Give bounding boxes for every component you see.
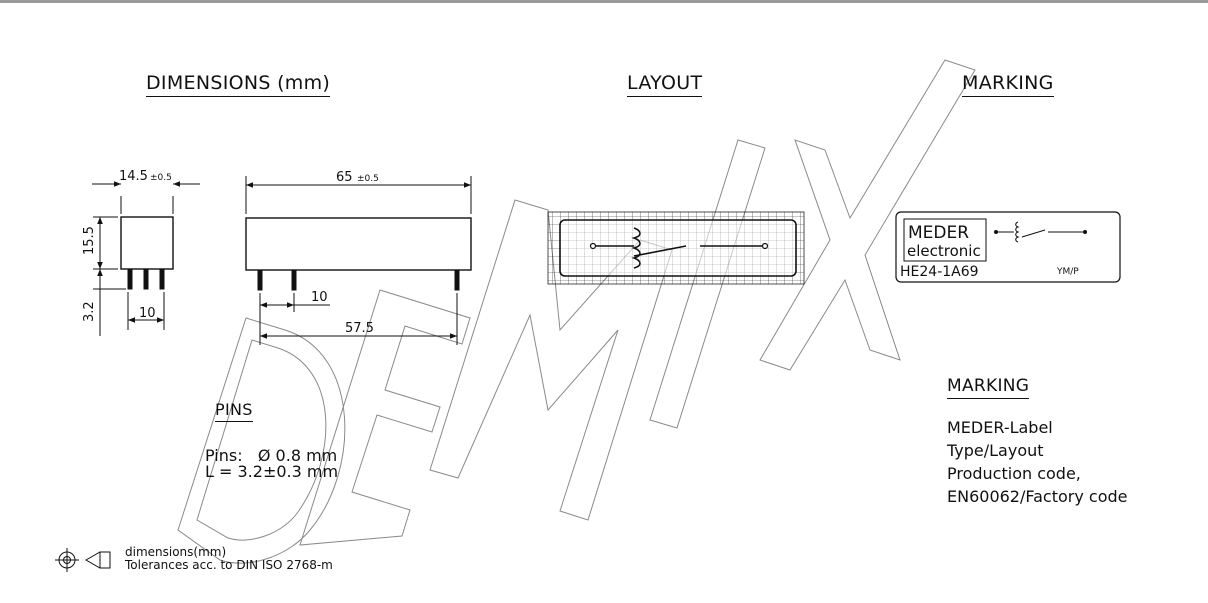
side-view-body	[120, 216, 174, 270]
marking-brand-box	[903, 218, 987, 262]
relay-switch-icon	[994, 221, 1087, 243]
layout-heading: LAYOUT	[627, 72, 703, 97]
pin-span-value: 57.5	[345, 321, 374, 336]
front-pitch-value: 10	[311, 290, 328, 305]
marking-date-code: YM/P	[1056, 267, 1079, 277]
side-view	[92, 181, 200, 336]
pin-length-value: 3.2	[82, 301, 97, 322]
marking-label	[895, 211, 1121, 283]
marking-brand-line2: electronic	[907, 242, 981, 260]
front-length-value: 65	[336, 170, 353, 185]
marking-heading-bottom: MARKING	[947, 376, 1030, 399]
pins-length: L = 3.2±0.3 mm	[205, 462, 339, 481]
layout-pad-2	[761, 242, 769, 250]
pins-diameter-prefix: Pins:	[205, 446, 243, 465]
front-view-body	[245, 217, 472, 271]
pins-heading: PINS	[215, 400, 253, 422]
front-pin-1	[257, 269, 263, 291]
side-pitch-value: 10	[139, 306, 156, 321]
dimensions-heading: DIMENSIONS (mm)	[146, 72, 331, 97]
front-view	[245, 176, 472, 345]
marking-type-code: HE24-1A69	[900, 264, 979, 280]
front-length-tolerance: ±0.5	[357, 174, 379, 184]
front-pin-3	[454, 269, 460, 291]
marking-list-item-4: EN60062/Factory code	[947, 487, 1128, 506]
pins-diameter: Pins: Ø 0.8 mm	[205, 446, 337, 465]
front-pin-2	[291, 269, 297, 291]
marking-list-item-2: Type/Layout	[947, 441, 1044, 460]
marking-list-item-1: MEDER-Label	[947, 418, 1053, 437]
watermark-demix	[177, 59, 976, 564]
layout-pcb	[547, 211, 805, 285]
layout-contact	[633, 245, 687, 257]
side-height-value: 15.5	[82, 226, 97, 255]
tolerance-note-line1: dimensions(mm)	[125, 545, 227, 559]
top-rule	[0, 0, 1208, 3]
marking-list-item-3: Production code,	[947, 464, 1081, 483]
layout-coil	[631, 227, 641, 269]
marking-brand-line1: MEDER	[908, 223, 969, 243]
side-pin-3	[159, 268, 165, 290]
side-pin-1	[127, 268, 133, 290]
tolerance-note-line2: Tolerances acc. to DIN ISO 2768-m	[125, 558, 333, 572]
layout-pad-1	[589, 242, 597, 250]
marking-label-frame	[895, 211, 1121, 283]
side-pin-2	[143, 268, 149, 290]
projection-symbol-icon	[55, 548, 111, 572]
pins-diameter-value: Ø 0.8 mm	[257, 446, 338, 465]
side-width-value: 14.5	[119, 169, 148, 184]
side-width-tolerance: ±0.5	[150, 173, 172, 183]
marking-heading-top: MARKING	[962, 72, 1054, 97]
